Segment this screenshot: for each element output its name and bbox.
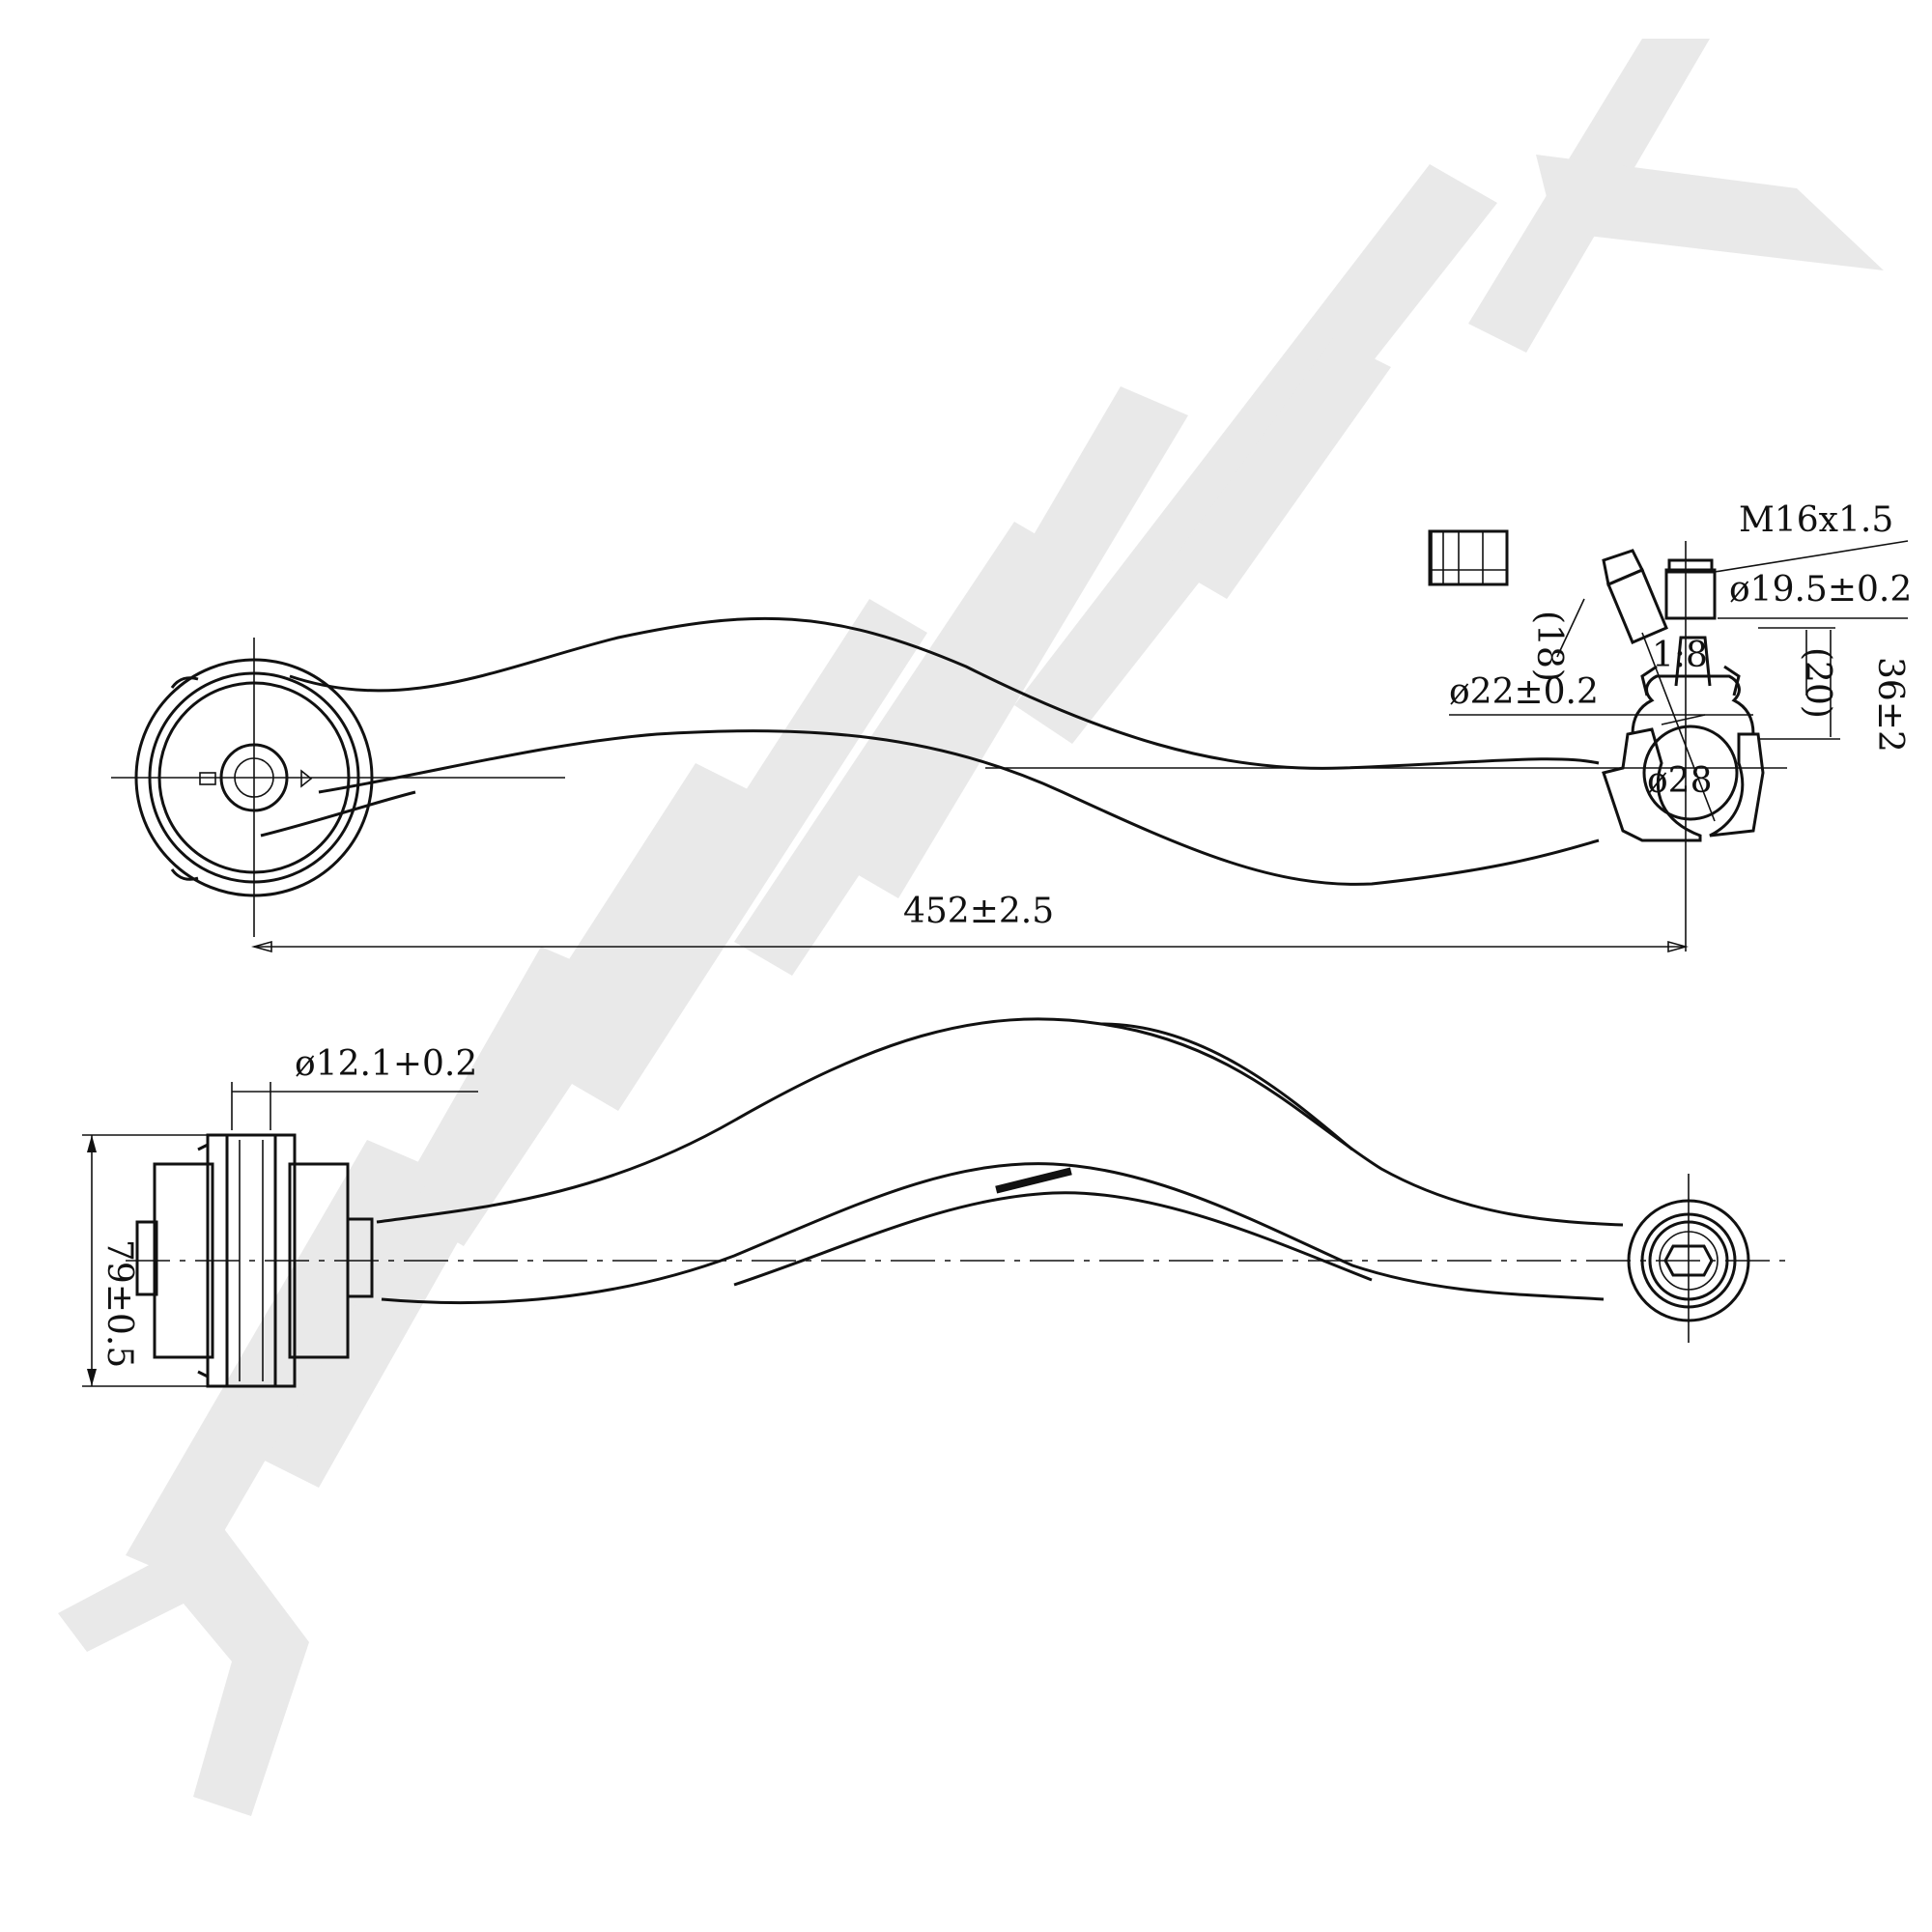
ball-joint-section bbox=[1602, 549, 1765, 842]
marking-stripe bbox=[995, 1167, 1072, 1194]
dim-ball-dia: ø28 bbox=[1647, 761, 1712, 801]
dim-bore-dia: ø12.1+0.2 bbox=[295, 1044, 477, 1084]
dim-stud-taper: ø19.5±0.2 bbox=[1729, 570, 1912, 610]
nut-icon bbox=[1428, 529, 1509, 586]
dim-overall-length: 452±2.5 bbox=[903, 892, 1054, 931]
dim-thread: M16x1.5 bbox=[1739, 500, 1893, 540]
dim-height-36: 36±2 bbox=[1870, 657, 1910, 753]
dim-taper-ratio: 1:8 bbox=[1652, 636, 1708, 675]
dim-bushing-width: 79±0.5 bbox=[99, 1239, 139, 1368]
dim-length-18: (18) bbox=[1529, 611, 1569, 682]
dim-stud-22: ø22±0.2 bbox=[1449, 672, 1599, 712]
side-view bbox=[82, 1017, 1787, 1388]
dim-length-20: (20) bbox=[1798, 647, 1837, 719]
watermark-logo bbox=[58, 39, 1884, 1816]
top-view bbox=[111, 529, 1909, 953]
